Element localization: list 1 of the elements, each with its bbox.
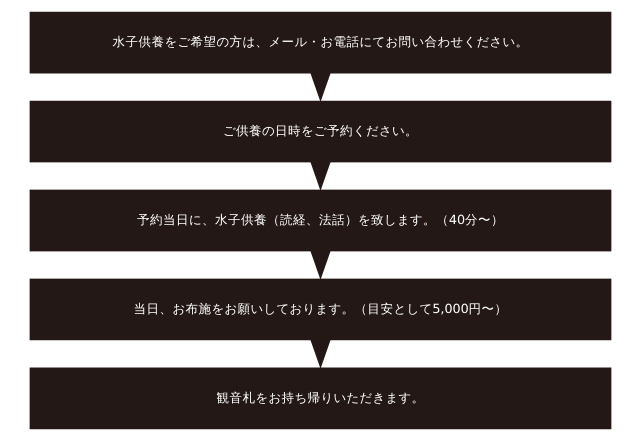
node-box: 観音札をお持ち帰りいただきます。 [29, 368, 611, 430]
